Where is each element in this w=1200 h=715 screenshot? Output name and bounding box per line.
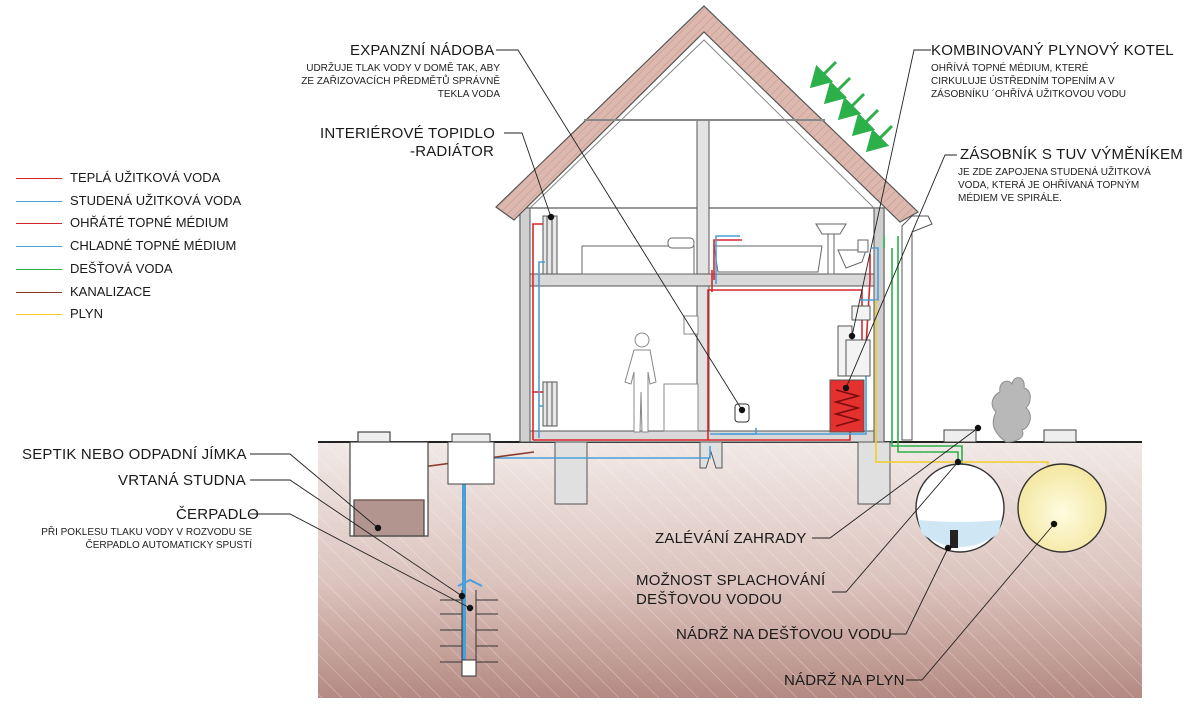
gas-boiler — [837, 305, 871, 377]
well-shaft — [440, 578, 498, 677]
kitchen-cabinet — [663, 315, 699, 432]
legend-label: PLYN — [70, 306, 103, 321]
bed — [581, 237, 695, 275]
legend-label: KANALIZACE — [70, 284, 151, 299]
legend-label: OHŘÁTÉ TOPNÉ MÉDIUM — [70, 215, 229, 230]
legend-swatch — [16, 292, 62, 293]
septic-tank — [349, 431, 429, 537]
downpipe — [901, 215, 933, 441]
radiator-lower — [542, 381, 558, 427]
boiler-description: OHŘÍVÁ TOPNÉ MÉDIUM, KTERÉ CIRKULUJE ÚST… — [931, 63, 1127, 100]
legend-swatch — [16, 314, 62, 315]
person-silhouette — [624, 332, 657, 433]
legend-label: TEPLÁ UŽITKOVÁ VODA — [70, 170, 221, 185]
legend-label: STUDENÁ UŽITKOVÁ VODA — [70, 193, 242, 208]
gas-tank-label: NÁDRŽ NA PLYN — [784, 672, 905, 689]
septic-label: SEPTIK NEBO ODPADNÍ JÍMKA — [22, 446, 247, 463]
legend-swatch — [16, 178, 62, 179]
roof — [495, 5, 920, 223]
gas-tank — [1017, 429, 1107, 553]
house — [519, 119, 891, 505]
sun-arrows — [809, 60, 894, 153]
flushing-label-line-1: MOŽNOST SPLACHOVÁNÍ — [636, 572, 826, 589]
hot-water-tank-description: JE ZDE ZAPOJENA STUDENÁ UŽITKOVÁ VODA, K… — [958, 167, 1151, 204]
legend-swatch — [16, 223, 62, 224]
ground — [318, 441, 1142, 698]
toilet — [837, 239, 869, 269]
bathtub — [713, 245, 823, 273]
boiler-title: KOMBINOVANÝ PLYNOVÝ KOTEL — [931, 42, 1174, 59]
legend-label: CHLADNÉ TOPNÉ MÉDIUM — [70, 238, 237, 253]
legend-swatch — [16, 269, 62, 270]
rain-tank-label: NÁDRŽ NA DEŠŤOVOU VODU — [676, 626, 893, 643]
legend-swatch — [16, 246, 62, 247]
radiator-title-line-2: -RADIÁTOR — [410, 143, 495, 160]
expansion-vessel-description: UDRŽUJE TLAK VODY V DOMĚ TAK, ABY ZE ZAŘ… — [301, 63, 500, 100]
well-label: VRTANÁ STUDNA — [118, 472, 246, 489]
legend-label: DEŠŤOVÁ VODA — [70, 261, 173, 276]
expansion-vessel-title: EXPANZNÍ NÁDOBA — [350, 42, 495, 59]
radiator-title-line-1: INTERIÉROVÉ TOPIDLO — [320, 125, 495, 142]
legend-swatch — [16, 201, 62, 202]
washbasin — [815, 223, 847, 275]
well-head — [447, 433, 495, 485]
radiator-upper — [542, 215, 558, 275]
pump-title: ČERPADLO — [176, 506, 260, 523]
hot-water-tank-title: ZÁSOBNÍK S TUV VÝMĚNÍKEM — [960, 146, 1183, 163]
leader-dots — [374, 213, 1058, 612]
leader-lines — [250, 49, 1055, 681]
rain-tank — [915, 429, 1005, 553]
pump-description: PŘI POKLESU TLAKU VODY V ROZVODU SE ČERP… — [41, 527, 252, 551]
garden-watering-label: ZALÉVÁNÍ ZAHRADY — [655, 530, 807, 547]
flushing-label-line-2: DEŠŤOVOU VODOU — [636, 591, 783, 608]
shrub — [991, 377, 1031, 443]
